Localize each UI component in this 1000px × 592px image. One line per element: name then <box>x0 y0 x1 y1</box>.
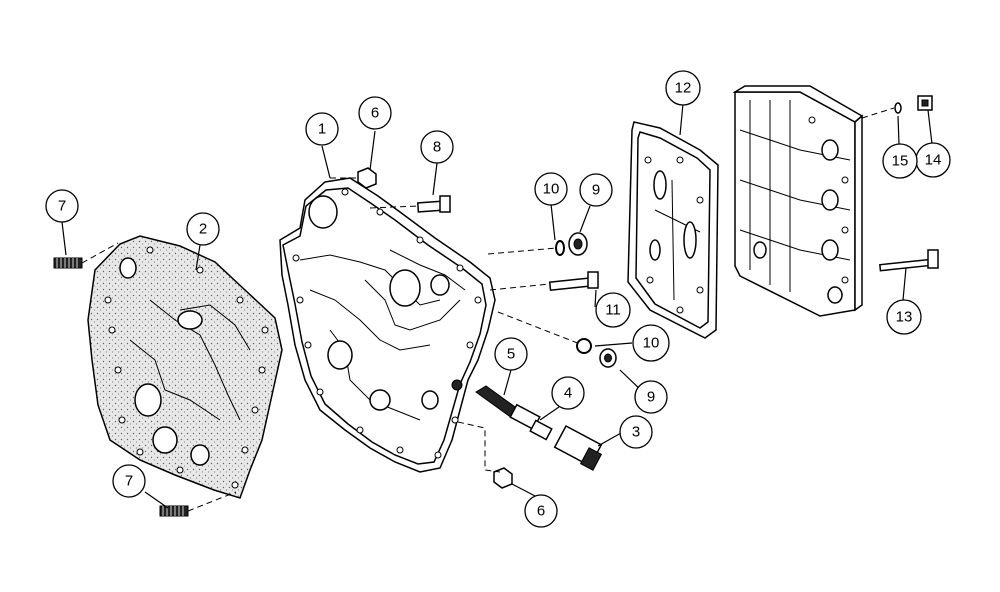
plug-part-9-lower <box>599 348 617 368</box>
svg-text:2: 2 <box>199 221 207 238</box>
svg-text:8: 8 <box>433 139 441 156</box>
callout-6-upper: 6 <box>358 96 392 130</box>
callout-11: 11 <box>595 292 631 328</box>
callout-14: 14 <box>915 142 951 178</box>
svg-text:9: 9 <box>592 182 600 199</box>
svg-text:12: 12 <box>675 80 692 97</box>
callout-12: 12 <box>665 70 701 106</box>
plug-part-14 <box>917 95 933 111</box>
callout-9-lower: 9 <box>634 380 668 414</box>
callout-9-upper: 9 <box>579 173 613 207</box>
svg-text:6: 6 <box>371 105 379 122</box>
svg-text:14: 14 <box>925 152 942 169</box>
svg-text:4: 4 <box>564 385 572 402</box>
assembly-lines <box>81 107 895 512</box>
callout-10-upper: 10 <box>534 172 568 206</box>
long-bolt-part-13 <box>879 249 939 272</box>
bolt-part-8 <box>416 195 451 213</box>
svg-text:6: 6 <box>537 503 545 520</box>
plug-part-9-upper <box>568 232 588 256</box>
svg-text:11: 11 <box>605 302 621 319</box>
callout-4: 4 <box>551 376 585 410</box>
callout-8: 8 <box>420 130 454 164</box>
svg-text:9: 9 <box>647 389 655 406</box>
callout-7-upper: 7 <box>45 189 79 223</box>
svg-text:13: 13 <box>896 309 913 326</box>
spring-part-7-lower <box>159 505 189 517</box>
nut-part-6-lower <box>493 467 513 489</box>
valve-body-part <box>732 85 864 317</box>
svg-text:5: 5 <box>507 346 515 363</box>
callout-7-lower: 7 <box>112 464 146 498</box>
callout-13: 13 <box>886 299 922 335</box>
svg-text:7: 7 <box>125 473 133 490</box>
plate-gasket-part <box>627 121 719 339</box>
washer-part-15 <box>894 102 902 114</box>
svg-text:3: 3 <box>632 424 640 441</box>
svg-text:7: 7 <box>58 198 66 215</box>
svg-text:10: 10 <box>643 335 660 352</box>
solenoid-part-3 <box>553 425 603 471</box>
gasket-part <box>87 235 283 499</box>
bolt-part-11 <box>548 271 599 291</box>
callout-6-lower: 6 <box>524 494 558 528</box>
callout-10-lower: 10 <box>632 324 670 362</box>
callout-2: 2 <box>186 212 220 246</box>
spool-part-4 <box>509 403 553 441</box>
svg-text:15: 15 <box>892 153 909 170</box>
svg-text:10: 10 <box>543 181 560 198</box>
oring-part-10-upper <box>555 240 565 256</box>
oring-part-10-lower <box>576 338 592 354</box>
svg-text:1: 1 <box>318 121 326 138</box>
callout-5: 5 <box>494 337 528 371</box>
separator-plate-part <box>279 177 496 473</box>
callout-15: 15 <box>882 143 918 179</box>
spring-part-7-upper <box>53 257 83 269</box>
callout-1: 1 <box>305 112 339 146</box>
callout-3: 3 <box>619 415 653 449</box>
nut-part-6-upper <box>357 167 377 189</box>
